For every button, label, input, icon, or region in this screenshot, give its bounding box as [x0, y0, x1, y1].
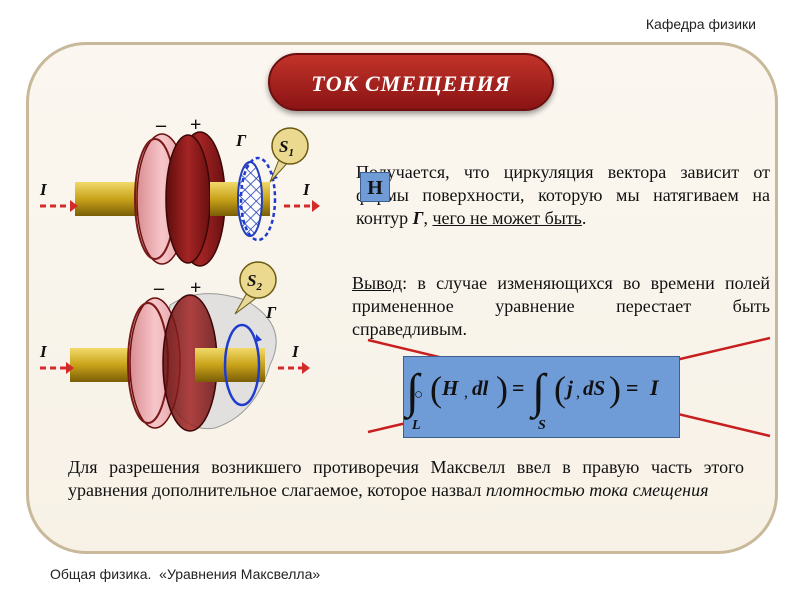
footer: Общая физика. «Уравнения Максвелла» — [50, 566, 320, 582]
left-wire — [75, 182, 145, 216]
current-label-top-right: I — [302, 180, 311, 199]
svg-text:): ) — [496, 369, 508, 409]
displacement-current-term: плотностью тока смещения — [485, 480, 709, 500]
resolution-text: Для разрешения возникшего противоречия М… — [68, 457, 744, 500]
contour-name: Г — [412, 208, 424, 228]
svg-text:): ) — [609, 369, 621, 409]
minus-sign-top: – — [155, 114, 167, 136]
svg-text:(: ( — [554, 369, 566, 409]
resolution-paragraph: Для разрешения возникшего противоречия М… — [68, 456, 744, 502]
circulation-equation: ∫ ○ L ( H , dl ) = ∫ S ( j , dS ) = I — [403, 365, 660, 433]
contour-loop-top — [239, 156, 277, 242]
eq-h: H — [441, 376, 459, 400]
top-capacitor — [40, 131, 320, 267]
vector-h-box: H — [360, 172, 390, 202]
current-label-top-left: I — [39, 180, 48, 199]
s1-callout — [271, 127, 309, 165]
circle-integral-icon: ○ — [414, 387, 423, 403]
contour-label-bottom: Г — [265, 303, 277, 322]
statement-paragraph: Получается, что циркуляция вектора завис… — [356, 162, 770, 228]
current-label-bottom-left: I — [39, 342, 48, 361]
plus-sign-bottom: + — [190, 277, 201, 299]
conclusion-lead: Вывод — [352, 273, 403, 293]
integral-sign-2: ∫ — [529, 365, 548, 420]
conclusion-text: : в случае изменяющихся во времени полей… — [352, 273, 770, 339]
slide-title: ТОК СМЕЩЕНИЯ — [268, 53, 554, 111]
statement-text-a: Получается, что циркуляция вектора — [356, 162, 681, 182]
contour-label-top: Г — [235, 131, 247, 150]
eq-equals-1: = — [512, 375, 525, 400]
statement-text-b: зависит от формы поверхности, которую мы… — [356, 162, 770, 228]
s2-callout — [239, 261, 277, 299]
svg-text:(: ( — [430, 369, 442, 409]
current-label-bottom-right: I — [291, 342, 300, 361]
eq-i: I — [649, 375, 660, 400]
capacitor-illustration: I I I I – + – + Г Г S1 S2 — [39, 114, 320, 432]
footer-topic: «Уравнения Максвелла» — [159, 566, 321, 582]
contour-loop-bottom — [223, 323, 261, 407]
eq-ds: dS — [583, 376, 605, 400]
eq-dl: dl — [472, 376, 489, 400]
plus-sign-top: + — [190, 114, 201, 136]
right-wire-bottom — [195, 348, 265, 382]
integral-sign-1: ∫ — [404, 365, 422, 420]
minus-sign-bottom: – — [153, 277, 165, 299]
contradiction-phrase: чего не может быть — [432, 208, 582, 228]
equation-box: ∫ ○ L ( H , dl ) = ∫ S ( j , dS ) = I — [403, 356, 680, 438]
s2-label: S2 — [247, 271, 262, 293]
bottom-capacitor — [40, 293, 310, 432]
svg-text:,: , — [464, 384, 468, 401]
lower-limit-l: L — [411, 418, 421, 433]
conclusion-paragraph: Вывод: в случае изменяющихся во времени … — [352, 272, 770, 341]
department-label: Кафедра физики — [645, 16, 756, 32]
eq-j: j — [564, 376, 573, 400]
eq-equals-2: = — [626, 375, 639, 400]
s1-label: S1 — [279, 137, 294, 159]
lower-limit-s: S — [538, 418, 546, 433]
svg-text:,: , — [576, 384, 580, 401]
footer-course: Общая физика. — [50, 566, 152, 582]
